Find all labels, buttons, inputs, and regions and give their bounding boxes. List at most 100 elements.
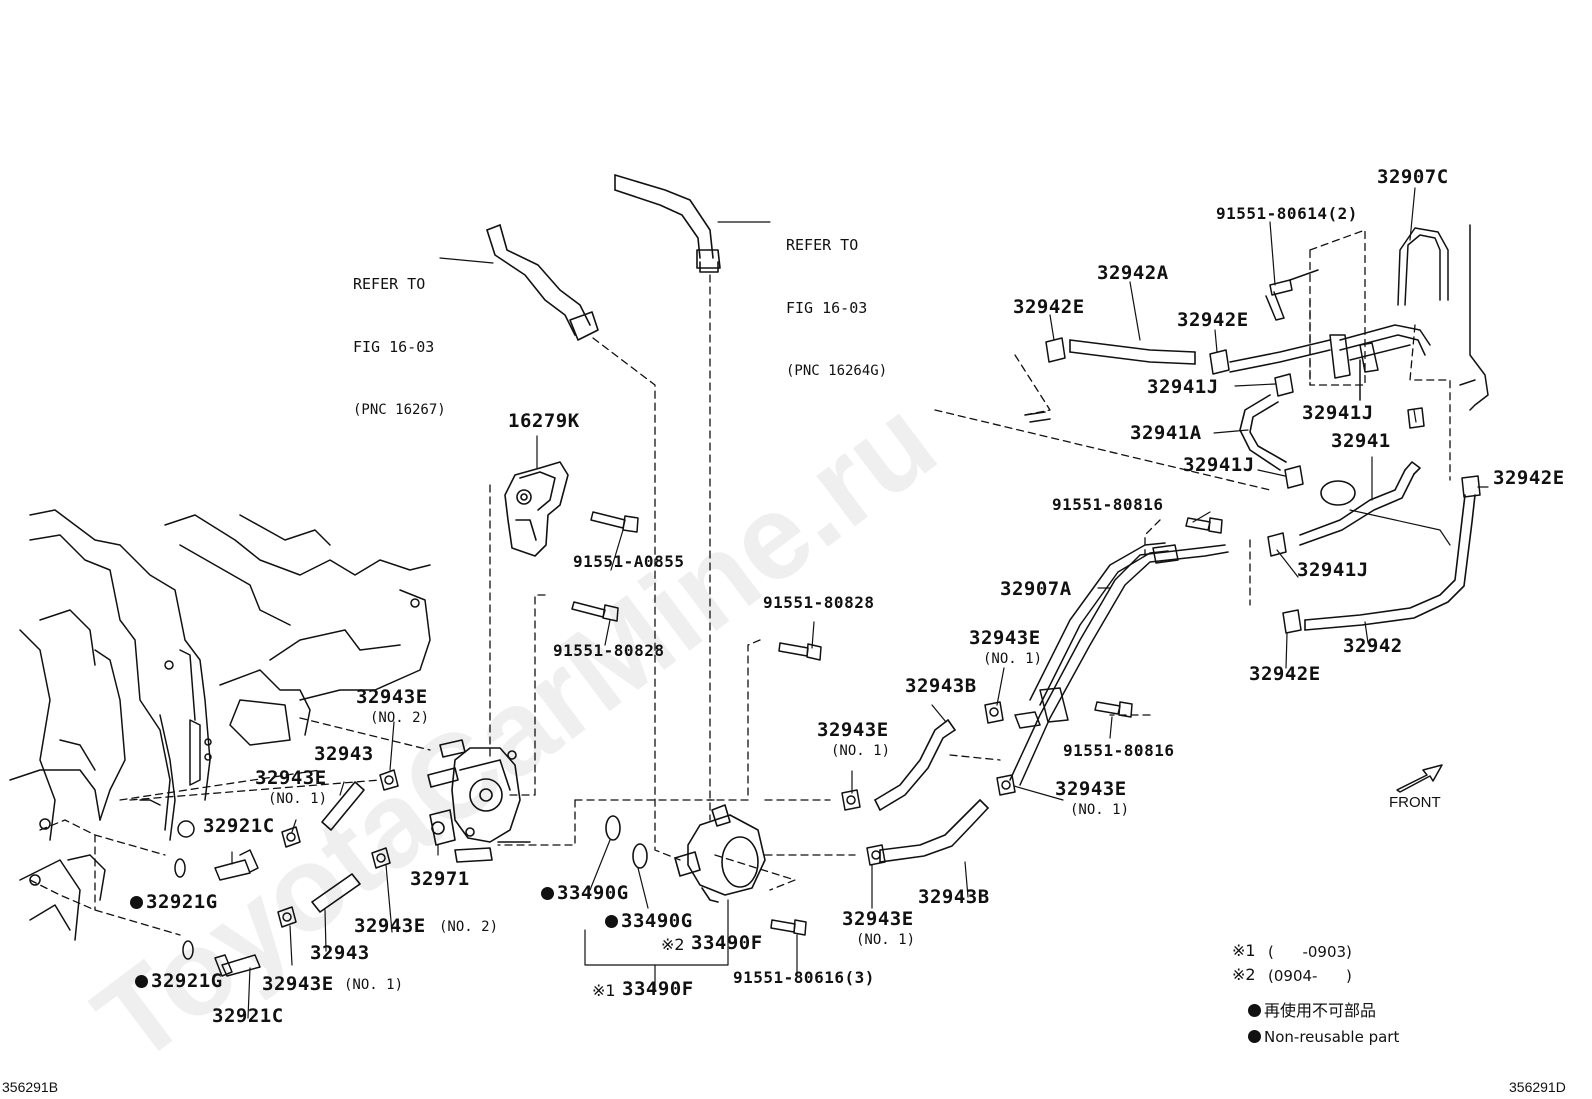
hose-32943B-upper — [874, 719, 956, 811]
union-32921C-a — [214, 849, 259, 881]
part-label-32943E-no2-a: 32943E — [356, 686, 428, 708]
part-label-91551-A0855: 91551-A0855 — [573, 552, 685, 571]
hose-32943-a — [321, 781, 365, 831]
qualifier-no2-b: (NO. 2) — [439, 919, 499, 935]
ref-line1: REFER TO — [353, 275, 426, 293]
o-ring-32921G-b — [182, 940, 194, 960]
hose-32942A — [1069, 339, 1196, 365]
part-label-91551-80816-a: 91551-80816 — [1052, 495, 1164, 514]
part-label-32943E-no1-c: 32943E — [1055, 778, 1127, 800]
part-label-32943E-no2-b: 32943E — [354, 915, 426, 937]
part-label-32907C: 32907C — [1377, 166, 1449, 188]
hose-32941A — [1239, 394, 1287, 471]
part-label-32943E-no1-a: 32943E — [969, 627, 1041, 649]
part-label-32941J-b: 32941J — [1183, 454, 1255, 476]
qualifier-no1-d: (NO. 1) — [268, 791, 328, 807]
part-label-32941J-c: 32941J — [1302, 402, 1374, 424]
legend-nonreusable-jp: 再使用不可部品 — [1248, 1003, 1376, 1019]
clip-32941J-b — [1284, 465, 1304, 489]
hose-upper-left — [486, 224, 599, 341]
diagram-code-left: 356291B — [2, 1079, 59, 1095]
legend-marker-2: ※2 — [1232, 965, 1256, 984]
clip-32941J-c — [1407, 407, 1425, 429]
pipe-32907A — [1009, 542, 1229, 786]
bolt-91551-80816-b — [1094, 701, 1133, 718]
bolt-91551-80828-a — [571, 601, 619, 622]
clip-32943E-right-b — [841, 789, 861, 811]
part-label-91551-80616: 91551-80616(3) — [733, 968, 875, 987]
part-label-32943-a: 32943 — [314, 743, 374, 765]
qualifier-no1-e: (NO. 1) — [344, 977, 404, 993]
part-label-32942A: 32942A — [1097, 262, 1169, 284]
part-label-33490G-b: 33490G — [605, 912, 693, 931]
front-arrow — [1396, 764, 1443, 793]
qualifier-no1-a: (NO. 1) — [983, 651, 1043, 667]
part-label-32941J-a: 32941J — [1147, 376, 1219, 398]
legend-marker-1: ※1 — [1232, 941, 1256, 960]
hose-32943B-lower — [879, 799, 989, 863]
part-label-32921C-a: 32921C — [203, 815, 275, 837]
front-label: FRONT — [1389, 794, 1441, 811]
clip-32943E-left-b — [281, 826, 301, 848]
part-label-32943B-a: 32943B — [905, 675, 977, 697]
bracket-16279K — [504, 461, 569, 557]
part-label-32941A: 32941A — [1130, 422, 1202, 444]
qualifier-no2-a: (NO. 2) — [370, 710, 430, 726]
hose-32942 — [1304, 494, 1476, 631]
clip-32941J-d — [1267, 532, 1287, 557]
o-ring-32921G-a — [174, 858, 186, 878]
part-label-32971: 32971 — [410, 868, 470, 890]
clip-32943E-right-d — [866, 844, 886, 866]
part-label-32943E-no1-b: 32943E — [817, 719, 889, 741]
legend-nonreusable-en: Non-reusable part — [1248, 1030, 1399, 1045]
part-label-32942: 32942 — [1343, 635, 1403, 657]
clip-32942E-c — [1461, 475, 1481, 498]
part-label-91551-80828-a: 91551-80828 — [553, 641, 665, 660]
clip-32943E-right-a — [984, 701, 1004, 724]
part-label-32943E-no1-d: 32943E — [255, 767, 327, 789]
part-label-32921G-b: 32921G — [135, 972, 223, 991]
ref-line3: (PNC 16267) — [353, 402, 446, 418]
clip-32942E-b — [1209, 349, 1230, 375]
o-ring-33490G-a — [605, 815, 621, 841]
hose-upper-middle — [614, 174, 721, 273]
part-label-32907A: 32907A — [1000, 578, 1072, 600]
legend-note2-range: (0904- ) — [1268, 967, 1352, 985]
clip-32941J-a — [1274, 373, 1294, 397]
marker-note1-a: ※1 — [592, 981, 616, 1000]
o-ring-33490G-b — [632, 843, 648, 869]
part-label-33490G-a: 33490G — [541, 884, 629, 903]
legend-note1-range: ( -0903) — [1268, 943, 1352, 961]
ref-line2: FIG 16-03 — [353, 338, 435, 356]
bolt-91551-80828-b — [778, 642, 822, 661]
part-label-32943B-b: 32943B — [918, 886, 990, 908]
bolt-91551-80614 — [1265, 269, 1319, 321]
vacuum-tank-33490F — [674, 804, 766, 903]
part-label-32942E-d: 32942E — [1249, 663, 1321, 685]
qualifier-no1-f: (NO. 1) — [856, 932, 916, 948]
part-label-16279K: 16279K — [508, 410, 580, 432]
part-label-33490F-a: 33490F — [691, 932, 763, 954]
clip-32943E-left-d — [277, 906, 297, 928]
ref-line2: FIG 16-03 — [786, 299, 868, 317]
marker-note2-a: ※2 — [661, 935, 685, 954]
leader-lines — [231, 187, 1489, 1019]
reference-note-pnc-16264g: REFER TO FIG 16-03 (PNC 16264G) — [786, 193, 887, 424]
reference-note-pnc-16267: REFER TO FIG 16-03 (PNC 16267) — [353, 232, 446, 463]
bolt-91551-80816-a — [1185, 517, 1223, 534]
clip-32943E-left-a — [379, 769, 399, 791]
hose-32943-b — [311, 873, 361, 913]
part-label-32942E-a: 32942E — [1013, 296, 1085, 318]
qualifier-no1-b: (NO. 1) — [831, 743, 891, 759]
clip-32942E-a — [1045, 337, 1066, 363]
part-label-32921C-b: 32921C — [212, 1005, 284, 1027]
ref-line1: REFER TO — [786, 236, 859, 254]
hose-32941 — [1299, 461, 1421, 546]
clip-32942E-d — [1282, 609, 1302, 634]
vacuum-pump-32971 — [427, 739, 531, 863]
part-label-32942E-b: 32942E — [1177, 309, 1249, 331]
clip-32943E-right-c — [996, 774, 1016, 796]
clip-32943E-left-c — [371, 847, 391, 869]
part-label-32943-b: 32943 — [310, 942, 370, 964]
diagram-code-right: 356291D — [1509, 1079, 1566, 1095]
